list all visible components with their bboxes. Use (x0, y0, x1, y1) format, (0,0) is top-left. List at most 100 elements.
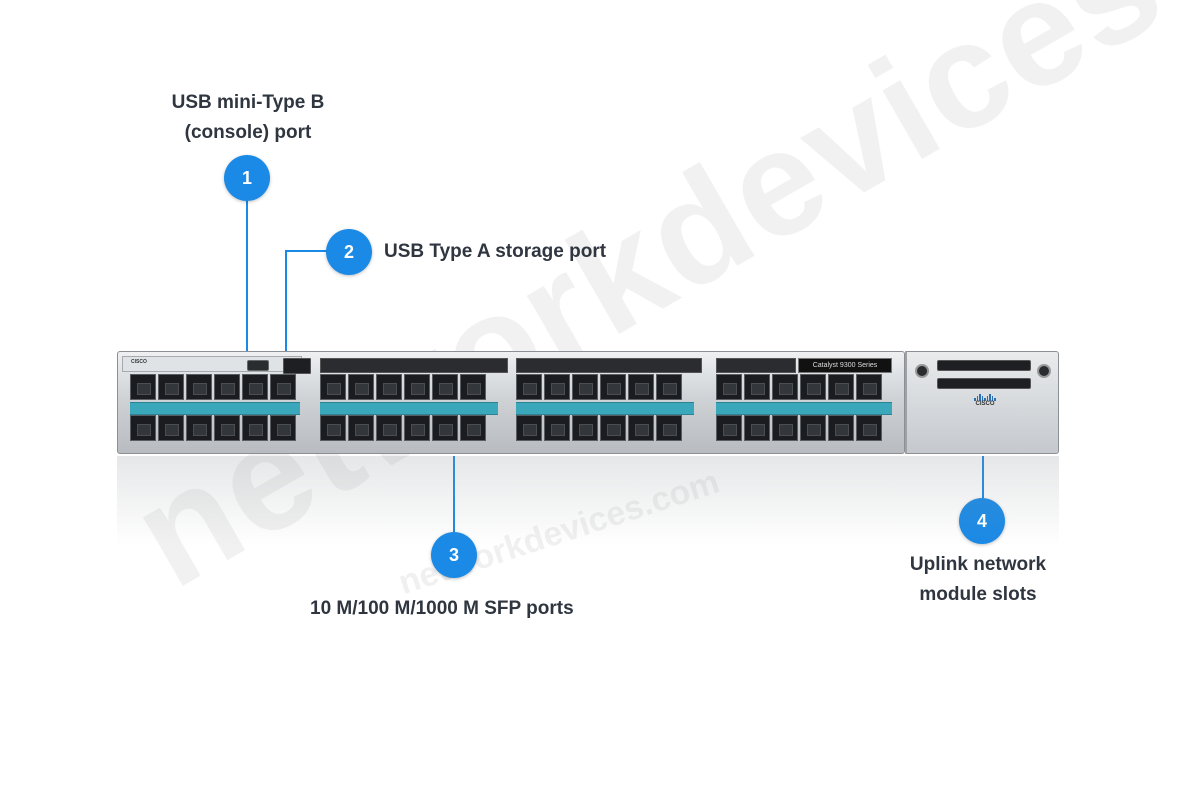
rj45-port (800, 374, 826, 400)
rj45-port (186, 415, 212, 441)
callout-3-badge: 3 (431, 532, 477, 578)
rj45-port (572, 415, 598, 441)
front-brand-text: CISCO (131, 359, 147, 365)
port-group-4 (716, 374, 896, 444)
usb-mini-b-port (247, 360, 269, 371)
port-row-top (130, 374, 296, 400)
rj45-port (214, 415, 240, 441)
rj45-port (214, 374, 240, 400)
model-label: Catalyst 9300 Series (798, 358, 892, 373)
vent-strip-3 (716, 358, 796, 373)
uplink-module-panel: CISCO (905, 351, 1059, 454)
port-group-1 (130, 374, 302, 444)
callout-4-label-line2: module slots (919, 584, 1037, 605)
callout-1-label: USB mini-Type B (console) port (148, 88, 348, 148)
port-row-top (716, 374, 882, 400)
rj45-port (744, 415, 770, 441)
rj45-port (158, 415, 184, 441)
rj45-port (130, 374, 156, 400)
vent-strip-2 (516, 358, 702, 373)
callout-1-label-line1: USB mini-Type B (171, 92, 325, 113)
rj45-port (404, 374, 430, 400)
rj45-port (628, 415, 654, 441)
port-row-bottom (320, 415, 486, 441)
rj45-port (516, 374, 542, 400)
callout-4-label-line1: Uplink network (909, 554, 1047, 575)
callout-4-leader (982, 456, 984, 498)
rj45-port (716, 415, 742, 441)
cisco-logo-text: CISCO (975, 401, 995, 407)
rj45-port (158, 374, 184, 400)
rj45-port (772, 415, 798, 441)
rj45-port (828, 415, 854, 441)
rj45-port (376, 415, 402, 441)
thumb-screw-left (915, 364, 929, 378)
uplink-slot-1 (937, 360, 1031, 371)
switch-front-panel: CISCO Catalyst 9300 Series (117, 351, 905, 454)
rj45-port (404, 415, 430, 441)
rj45-port (460, 415, 486, 441)
callout-3-leader (453, 456, 455, 532)
rj45-port (600, 374, 626, 400)
port-label-band (130, 402, 300, 415)
rj45-port (270, 374, 296, 400)
rj45-port (856, 415, 882, 441)
rj45-port (544, 415, 570, 441)
console-panel: CISCO (122, 356, 311, 374)
port-label-band (716, 402, 892, 415)
vent-strip-1 (320, 358, 508, 373)
rj45-port (572, 374, 598, 400)
rj45-port (828, 374, 854, 400)
usb-type-a-port (283, 358, 311, 374)
rj45-port (320, 415, 346, 441)
rj45-port (432, 374, 458, 400)
rj45-port (628, 374, 654, 400)
rj45-port (320, 374, 346, 400)
port-row-top (320, 374, 486, 400)
port-row-bottom (716, 415, 882, 441)
callout-4-label: Uplink network module slots (878, 550, 1078, 610)
switch-reflection (117, 456, 1059, 546)
cisco-logo: CISCO (967, 394, 1003, 407)
rj45-port (744, 374, 770, 400)
rj45-port (544, 374, 570, 400)
rj45-port (516, 415, 542, 441)
callout-1-label-line2: (console) port (184, 122, 312, 143)
thumb-screw-right (1037, 364, 1051, 378)
rj45-port (856, 374, 882, 400)
callout-1-leader (246, 200, 248, 355)
rj45-port (432, 415, 458, 441)
rj45-port (600, 415, 626, 441)
callout-2-leader-horizontal (285, 250, 329, 252)
rj45-port (348, 415, 374, 441)
rj45-port (772, 374, 798, 400)
rj45-port (242, 415, 268, 441)
callout-2-badge: 2 (326, 229, 372, 275)
rj45-port (270, 415, 296, 441)
port-group-3 (516, 374, 702, 444)
port-row-bottom (130, 415, 296, 441)
rj45-port (242, 374, 268, 400)
callout-4-badge: 4 (959, 498, 1005, 544)
rj45-port (376, 374, 402, 400)
port-row-top (516, 374, 682, 400)
rj45-port (130, 415, 156, 441)
port-row-bottom (516, 415, 682, 441)
rj45-port (656, 415, 682, 441)
port-group-2 (320, 374, 508, 444)
rj45-port (186, 374, 212, 400)
port-label-band (320, 402, 498, 415)
cisco-logo-bars (967, 394, 1003, 401)
rj45-port (348, 374, 374, 400)
callout-2-leader-vertical (285, 250, 287, 354)
callout-3-label: 10 M/100 M/1000 M SFP ports (310, 598, 574, 619)
port-label-band (516, 402, 694, 415)
rj45-port (800, 415, 826, 441)
uplink-slot-2 (937, 378, 1031, 389)
callout-2-label: USB Type A storage port (384, 241, 607, 262)
rj45-port (460, 374, 486, 400)
rj45-port (656, 374, 682, 400)
network-switch: CISCO Catalyst 9300 Series (117, 351, 1059, 454)
rj45-port (716, 374, 742, 400)
callout-1-badge: 1 (224, 155, 270, 201)
